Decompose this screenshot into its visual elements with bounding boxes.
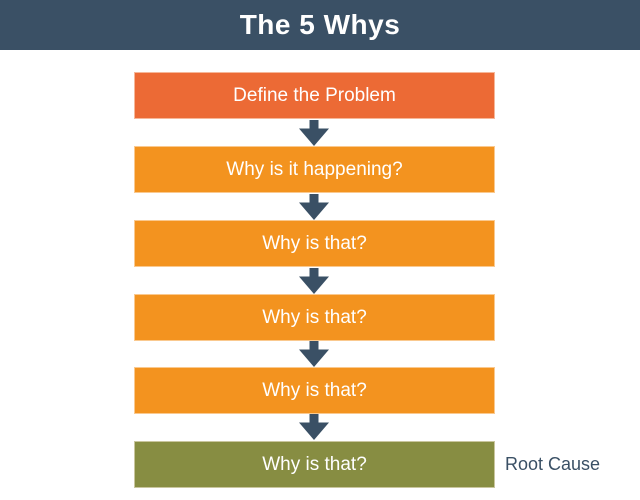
- step-box-label: Why is that?: [262, 379, 367, 401]
- down-arrow-icon: [299, 120, 329, 146]
- step-box-why-1: Why is it happening?: [134, 146, 495, 193]
- title-bar: The 5 Whys: [0, 0, 640, 50]
- step-box-root-cause: Why is that?: [134, 441, 495, 488]
- down-arrow-shape: [299, 341, 329, 367]
- down-arrow-icon: [299, 194, 329, 220]
- down-arrow-shape: [299, 414, 329, 440]
- step-box-define-problem: Define the Problem: [134, 72, 495, 119]
- root-cause-label: Root Cause: [505, 454, 601, 474]
- down-arrow-shape: [299, 268, 329, 294]
- down-arrow-shape: [299, 194, 329, 220]
- step-box-why-2: Why is that?: [134, 220, 495, 267]
- down-arrow-icon: [299, 341, 329, 367]
- down-arrow-icon: [299, 268, 329, 294]
- step-box-why-4: Why is that?: [134, 367, 495, 414]
- step-box-label: Why is it happening?: [226, 158, 403, 180]
- down-arrow-shape: [299, 120, 329, 146]
- step-box-label: Why is that?: [262, 453, 367, 475]
- step-box-label: Why is that?: [262, 306, 367, 328]
- page-title: The 5 Whys: [239, 9, 401, 40]
- down-arrow-icon: [299, 414, 329, 440]
- step-box-label: Why is that?: [262, 232, 367, 254]
- step-box-label: Define the Problem: [233, 84, 396, 106]
- step-box-why-3: Why is that?: [134, 294, 495, 341]
